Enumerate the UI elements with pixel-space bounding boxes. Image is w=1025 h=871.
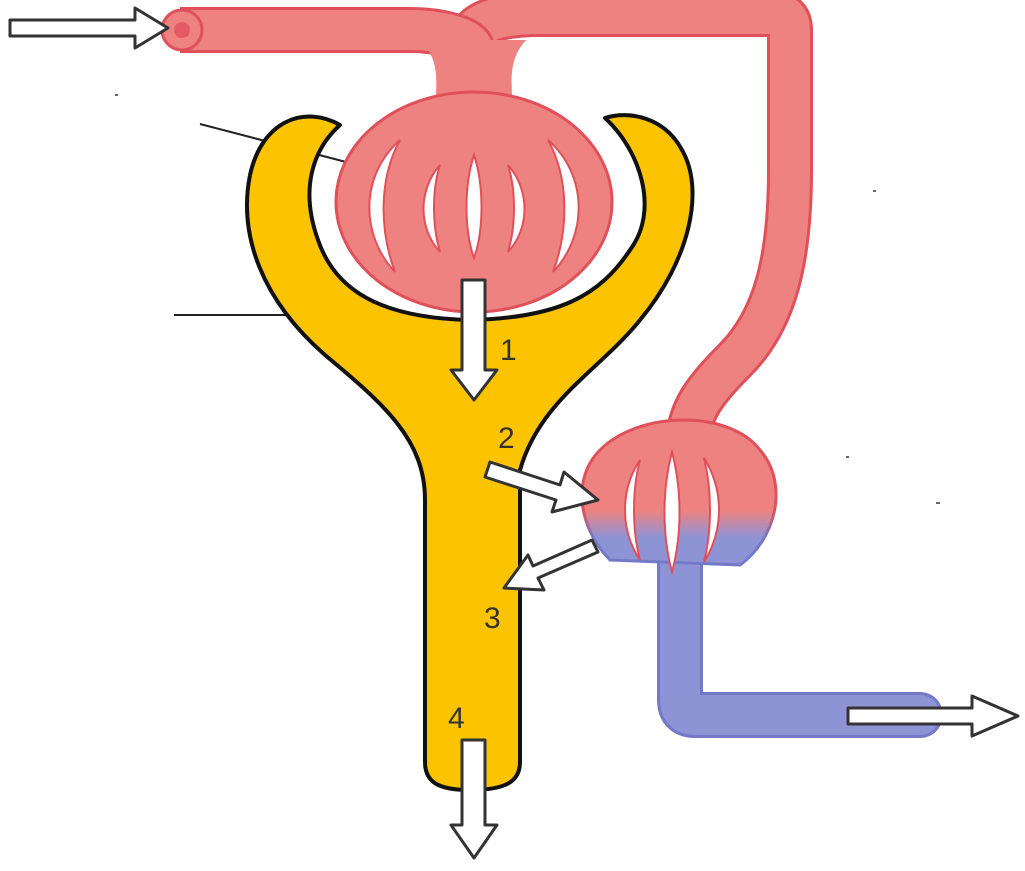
blood-inflow-arrow — [10, 8, 168, 48]
step-label-1: 1 — [500, 334, 517, 367]
step-label-3: 3 — [484, 602, 501, 635]
renal-vein — [680, 560, 920, 715]
peritubular-capillaries — [582, 420, 776, 572]
step-label-2: 2 — [498, 422, 515, 455]
step-label-4: 4 — [448, 702, 465, 735]
